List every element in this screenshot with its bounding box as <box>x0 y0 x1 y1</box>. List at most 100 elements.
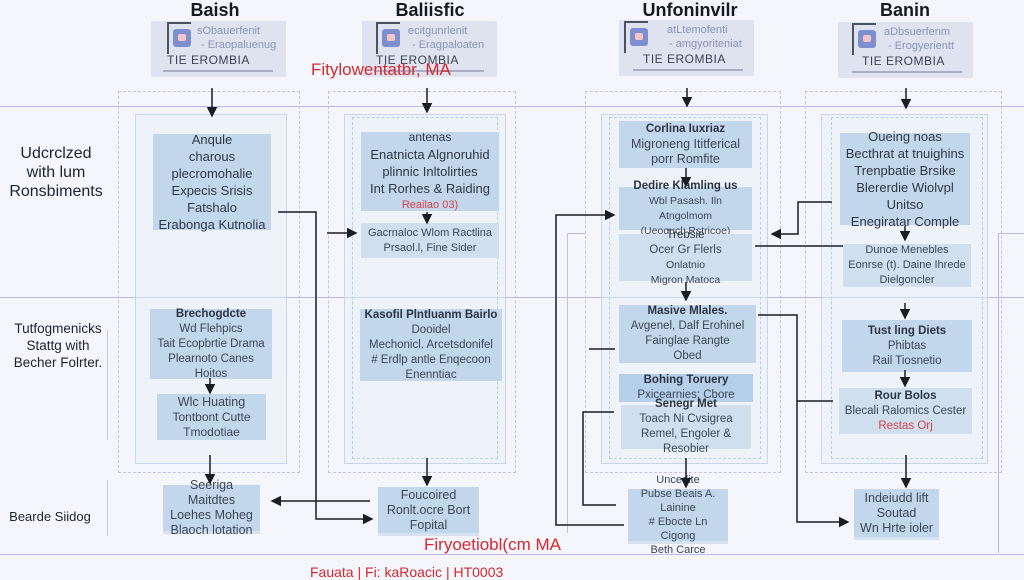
node-text: Int Rorhes & Raiding <box>370 181 490 196</box>
node-c3-r2c[interactable]: Senegr Met Toach Ni Cvsigrea Remel, Engo… <box>621 398 751 455</box>
node-c4-r1b[interactable]: Dunoe Menebles Eonrse (t). Daine Ihrede … <box>843 244 971 287</box>
right-edge-frame <box>998 233 999 553</box>
left-bracket-col3-top <box>567 233 585 234</box>
row-divider-middle <box>0 297 1024 298</box>
column-frame-3 <box>585 91 781 473</box>
node-text: Blaoch lotation <box>170 523 253 537</box>
node-text: Tmodotiae <box>183 424 240 439</box>
logo-text: - Erogyerientt <box>888 40 955 52</box>
node-c2-r3[interactable]: Foucoired Ronlt.ocre Bort Fopital <box>378 487 479 533</box>
node-text: Fatshalo <box>187 200 237 215</box>
node-text: Fopital <box>409 517 448 532</box>
logo-frame <box>167 22 191 54</box>
node-text: Blererdie Wiolvpl <box>856 180 954 195</box>
node-c3-r2a[interactable]: Masive Mlales. Avgenel, Dalf Erohinel Fa… <box>619 305 756 363</box>
link-c3r3-to-c3r1b <box>555 209 624 526</box>
node-text: Indeiudd lift <box>864 490 929 505</box>
node-text: Trenpbatie Brsike <box>854 163 956 178</box>
node-c4-r2b[interactable]: Rour Bolos Blecali Ralomics Cester Resta… <box>839 388 972 434</box>
node-c1-r1[interactable]: Anqule charous plecromohalie Expecis Sri… <box>153 132 271 232</box>
node-c1-r3[interactable]: Seeriga Maitdtes Loehes Moheg Blaoch lot… <box>163 478 260 537</box>
node-c4-r2a[interactable]: Tust ling Diets Phibtas Rail Tiosnetio <box>842 320 972 372</box>
footer-item-2[interactable]: Fi: kaRoacic <box>365 564 443 580</box>
logo-frame <box>852 23 876 55</box>
logo-frame <box>376 22 400 54</box>
node-text: Wd Flehpics <box>179 322 243 335</box>
node-c3-r2b[interactable]: Bohing Toruery Pxicearnies; Cbore <box>619 374 753 402</box>
logo-fineprint <box>633 69 743 71</box>
row-divider-top <box>0 106 1024 107</box>
row-divider-bottom <box>0 554 1024 555</box>
node-c2-r2[interactable]: Kasofil Plntluanm Bairlo Dooidel Mechoni… <box>360 309 502 381</box>
label-separator-bottom <box>107 480 108 536</box>
logo-frame <box>624 21 648 53</box>
node-c4-r3[interactable]: Indeiudd lift Soutad Wn Hrte ioler <box>854 489 939 537</box>
logo-text: ecitgunrlenit <box>408 25 468 37</box>
logo-text: aDbsuerfenm <box>884 26 951 38</box>
link-c3r2a-to-c4r3 <box>758 314 850 528</box>
node-text: Enegiratar Comple <box>850 214 960 229</box>
node-text: # Erdlp antle Enqecoon <box>371 353 491 366</box>
logo-card-4: aDbsuerfenm - Erogyerientt TIE EROMBIA <box>838 22 973 78</box>
node-title: Wlc Huating <box>177 394 246 409</box>
inner-frame-col3 <box>609 117 761 459</box>
right-edge-frame-top <box>998 233 1024 234</box>
node-c4-r1a[interactable]: Oueing noas Becthrat at tnuighins Trenpb… <box>840 129 970 229</box>
bottom-annotation: Firyoetiobl(cm MA <box>424 535 561 554</box>
logo-text: - amgyoriteniat <box>669 38 742 50</box>
node-text: Remel, Engoler & Resobier <box>640 428 732 455</box>
node-text: Mechonicl. Arcetsdonifel <box>368 338 493 351</box>
node-text: Ocer Gr Flerls <box>649 243 722 256</box>
footer-item-1[interactable]: Fauata <box>310 564 354 580</box>
node-c3-r1c[interactable]: Trebsie Ocer Gr Flerls Onlatnio Migron M… <box>619 229 752 286</box>
node-c2-r1a[interactable]: antenas Enatnicta Algnoruhid plinnic Inl… <box>361 130 499 211</box>
logo-fineprint <box>852 71 962 73</box>
logo-icon <box>173 29 191 47</box>
node-text: Dielgoncler <box>879 274 935 286</box>
node-text: Pxicearnies; Cbore <box>637 389 735 401</box>
node-c1-r2b[interactable]: Wlc Huating Tontbont Cutte Tmodotiae <box>157 394 266 440</box>
node-c1-r2a[interactable]: Brechogdcte Wd Flehpics Tait Ecopbrtie D… <box>150 308 272 380</box>
node-text: plinnic Inltolirties <box>382 164 478 179</box>
left-bracket-col3 <box>567 233 568 533</box>
node-text: Foucoired <box>400 487 457 502</box>
node-text: Ronlt.ocre Bort <box>386 502 471 517</box>
logo-icon <box>630 28 648 46</box>
node-text: Prsaol.l, Fine Sider <box>383 241 477 254</box>
label-separator <box>107 330 108 440</box>
node-text: Enenntiac <box>405 368 457 381</box>
node-text: Fainglae Rangte <box>645 335 730 347</box>
inner-frame-col2 <box>352 117 498 459</box>
footer-separator: | <box>445 564 454 580</box>
node-text: Tait Ecopbrtie Drama <box>157 337 265 350</box>
node-title: Rour Bolos <box>874 389 937 402</box>
node-c3-r1b[interactable]: Dedire Klamling us Wbl Pasash. Iln Atngo… <box>619 180 752 237</box>
logo-brand: TIE EROMBIA <box>643 52 726 66</box>
node-title: Kasofil Plntluanm Bairlo <box>364 308 498 321</box>
node-text: Plearnoto Canes <box>168 352 254 365</box>
node-c3-r1a[interactable]: Corlina Iuxriaz Migroneng Ititferical po… <box>619 121 752 168</box>
node-title: Trebsie <box>666 228 705 241</box>
row-label-2: Tutfogmenicks Stattg with Becher Folrter… <box>13 321 103 370</box>
column-title-2: Baliisfic <box>395 0 465 20</box>
node-c2-r1b[interactable]: Gacrnaloc Wlom Ractlina Prsaol.l, Fine S… <box>361 223 499 258</box>
node-text: Unitso <box>886 197 924 212</box>
node-text: Seeriga Maitdtes <box>187 478 236 507</box>
node-text: Wbl Pasash. Iln Atngolmom <box>649 194 722 222</box>
logo-text: - Eraopaluenug <box>201 39 277 51</box>
column-frame-4 <box>805 91 1002 473</box>
logo-icon <box>858 30 876 48</box>
column-title-3: Unfoninvilr <box>642 0 738 20</box>
column-frame-2 <box>328 91 516 473</box>
node-text: Toach Ni Cvsigrea <box>639 413 733 425</box>
node-text: Enatnicta Algnoruhid <box>370 147 490 162</box>
node-text: Avgenel, Dalf Erohinel <box>630 320 745 332</box>
node-text: # Ebocte Ln Cigong <box>648 516 708 542</box>
node-text: charous <box>188 149 236 164</box>
footer-item-3[interactable]: HT0003 <box>453 564 504 580</box>
node-text: Onlatnio <box>665 258 706 271</box>
node-c3-r3[interactable]: Uncedite Pubse Beais A. Lainine # Ebocte… <box>628 474 728 556</box>
node-text: Oueing noas <box>868 129 942 144</box>
node-text: Wn Hrte ioler <box>860 520 933 535</box>
column-frame-1 <box>118 91 300 473</box>
